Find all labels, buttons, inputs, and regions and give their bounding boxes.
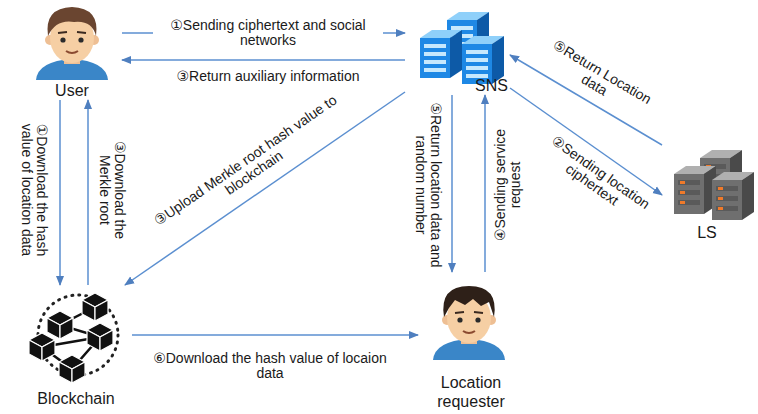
step-label: ⑥Download the hash value of locaion data (145, 350, 395, 383)
flow-arrow (451, 95, 453, 272)
ls-server-icon (674, 150, 754, 220)
flow-arrow (87, 100, 89, 285)
requester-node: Location requester (418, 272, 524, 411)
flow-arrow (122, 59, 405, 61)
server-node: LS (662, 130, 752, 242)
node-label: SNS (473, 77, 510, 95)
step-label: ③Return auxiliary information (143, 68, 393, 85)
step-label: ①Download the hash value of location dat… (18, 105, 51, 275)
user-node: User (22, 4, 122, 100)
step-label: ③Download the Merkle root (96, 130, 129, 250)
step-label: ⑤Return location data and random number (412, 100, 445, 270)
node-label: Location requester (418, 374, 524, 411)
blockchain-icon (29, 293, 118, 383)
flow-arrow (59, 100, 61, 285)
node-label: LS (695, 224, 719, 242)
requester-icon (433, 286, 505, 360)
blockchain-node: Blockchain (20, 285, 132, 408)
sns-server-icon (420, 12, 504, 84)
node-label: User (53, 82, 91, 100)
user-icon (36, 7, 108, 80)
step-label: ③Upload Merkle root hash value to blockc… (146, 88, 354, 246)
flow-arrow (484, 95, 486, 272)
step-label: ⑤Return Location data (529, 29, 666, 128)
step-label: ②Sending location ciphertext (529, 125, 662, 232)
flow-arrow (125, 92, 405, 285)
node-label: Blockchain (35, 390, 116, 408)
server-node: SNS (405, 6, 510, 95)
flow-arrow (132, 334, 418, 336)
step-label: ④Sending service request (492, 110, 525, 260)
step-label: ①Sending ciphertext and social networks (153, 17, 383, 50)
